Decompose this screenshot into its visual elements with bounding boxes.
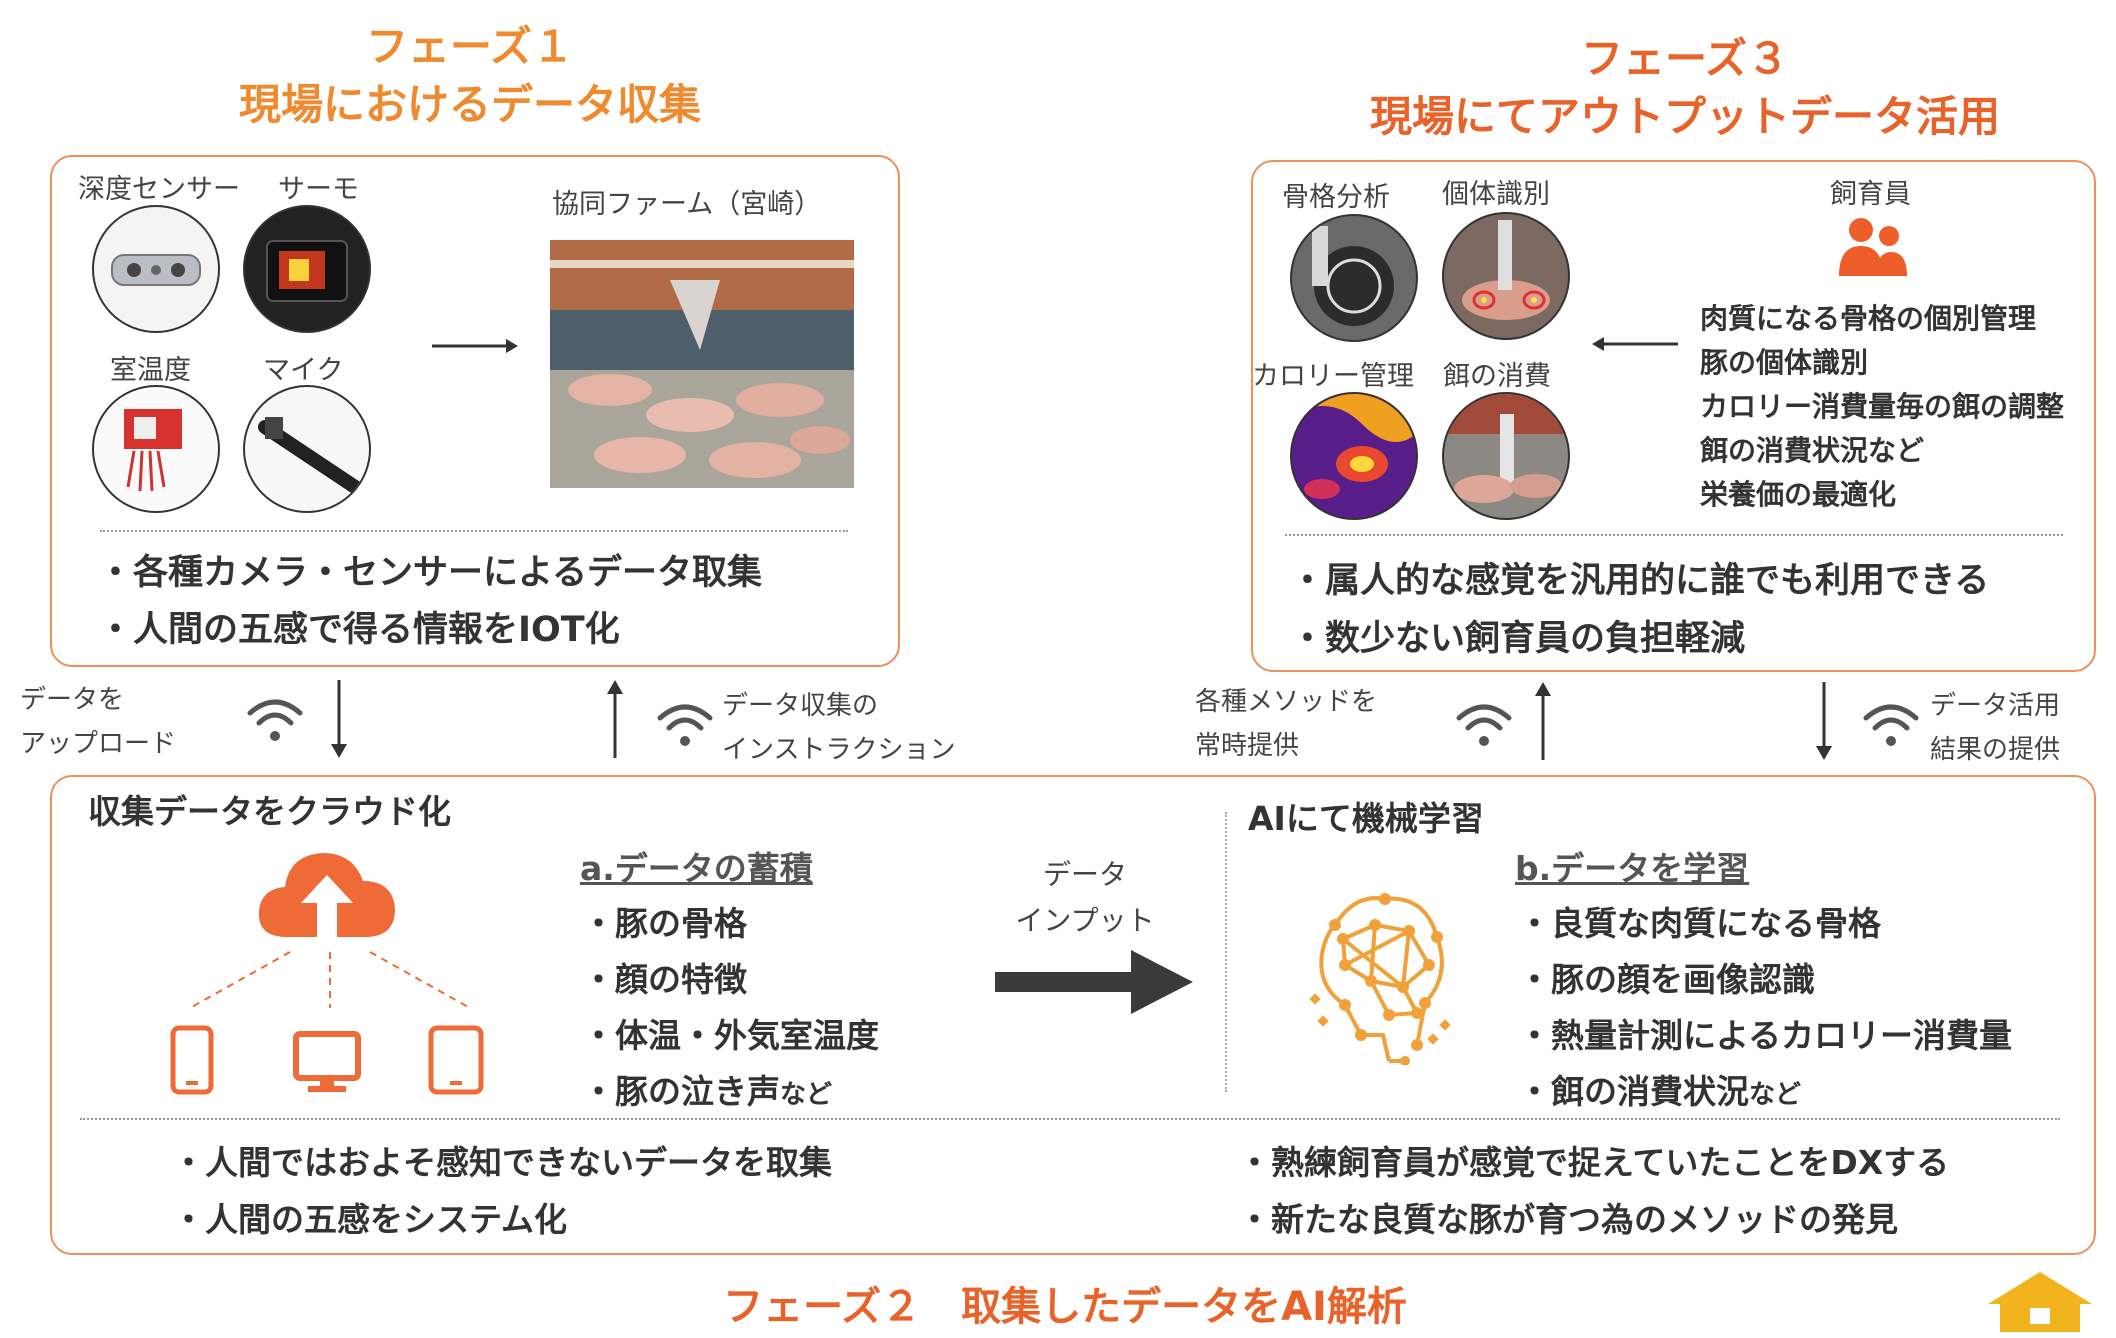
result-label: データ活用 結果の提供 [1930,684,2060,772]
cloud-device-lines [180,950,480,1010]
label-room-temp: 室温度 [110,355,191,386]
farm-photo [550,240,854,488]
arrow-down-upload [327,680,351,760]
method-label-line1: 各種メソッドを [1195,687,1378,717]
room-temp-sensor-image [92,385,220,513]
label-calorie-management: カロリー管理 [1252,361,1414,392]
upload-label-line1: データを [20,685,125,715]
phase3-bullet-1: ・属人的な感覚を汎用的に誰でも利用できる [1290,561,1990,601]
phase3-title-line2: 現場にてアウトプットデータ活用 [1369,92,2000,141]
keeper-item-4: 餌の消費状況など [1700,434,1925,467]
method-label: 各種メソッドを 常時提供 [1195,680,1377,768]
phase2-caption: フェーズ２ 取集したデータをAI解析 [723,1284,1407,1330]
upload-label-line2: アップロード [20,729,177,759]
phase1-title-line2: 現場におけるデータ収集 [238,80,701,129]
learn-item-1: ・良質な肉質になる骨格 [1518,904,1881,943]
instruct-label-line2: インストラクション [722,735,956,765]
arrow-down-result [1812,682,1836,762]
accum-heading: a.データの蓄積 [580,849,813,888]
learn-item-4: ・餌の消費状況など [1518,1064,1801,1123]
microphone-image [243,385,371,513]
accum-item-2: ・顔の特徴 [582,960,747,999]
ml-heading: AIにて機械学習 [1248,799,1484,838]
input-label-line1: データ [1042,858,1127,891]
label-individual-id: 個体識別 [1442,179,1550,210]
label-feed-consumption: 餌の消費 [1443,361,1551,392]
home-icon[interactable] [1984,1270,2096,1332]
phase2-box [50,775,2096,1255]
method-label-line2: 常時提供 [1195,731,1300,761]
phase2-divider [80,1118,2060,1120]
instruct-label-line1: データ収集の [722,691,879,721]
phase2-bottom-left-1: ・人間ではおよそ感知できないデータを取集 [172,1143,832,1182]
learn-heading: b.データを学習 [1515,849,1750,888]
phase2-bottom-left-2: ・人間の五感をシステム化 [172,1200,568,1239]
ai-brain-icon [1305,885,1455,1066]
arrow-up-instruct [603,678,627,758]
phase1-box [50,155,900,667]
depth-sensor-image [92,205,220,333]
label-farm: 協同ファーム（宮崎） [552,189,822,220]
arrow-data-input [995,950,1195,1014]
cloud-upload-icon [255,845,400,945]
wifi-icon [1862,700,1920,750]
skeleton-analysis-image [1290,214,1418,342]
phase1-divider [100,530,848,532]
label-skeleton-analysis: 骨格分析 [1282,182,1390,213]
phase3-title: フェーズ３ 現場にてアウトプットデータ活用 [1255,30,2115,146]
label-depth-sensor: 深度センサー [78,174,240,205]
tablet-icon [428,1025,484,1095]
accum-item-3: ・体温・外気室温度 [582,1016,879,1055]
calorie-thermal-image [1290,392,1418,520]
phase3-box [1251,160,2096,672]
individual-id-image [1442,212,1570,340]
phase1-bullet-1: ・各種カメラ・センサーによるデータ取集 [98,553,762,593]
wifi-icon [246,695,304,745]
result-label-line2: 結果の提供 [1930,735,2061,765]
arrow-up-method [1531,680,1555,760]
cloud-heading: 収集データをクラウド化 [88,792,451,831]
accum-suffix: など [780,1080,833,1110]
learn-item-2: ・豚の顔を画像認識 [1518,960,1815,999]
accum-item-4: ・豚の泣き声など [582,1064,832,1123]
monitor-icon [292,1030,362,1096]
arrow-from-keeper [1592,334,1678,354]
accum-item-1: ・豚の骨格 [582,904,747,943]
phase2-vertical-divider [1225,812,1227,1092]
label-thermo: サーモ [278,174,359,205]
learn-item-4-text: ・餌の消費状況 [1518,1072,1749,1111]
phase2-bottom-right-2: ・新たな良質な豚が育つ為のメソッドの発見 [1238,1200,1898,1239]
phase1-title: フェーズ１ 現場におけるデータ収集 [200,18,740,134]
input-label-line2: インプット [1015,904,1155,937]
keeper-item-2: 豚の個体識別 [1700,346,1869,379]
upload-label: データを アップロード [20,678,176,766]
keeper-people-icon [1835,214,1911,278]
label-keeper: 飼育員 [1830,179,1911,210]
phase1-bullet-2: ・人間の五感で得る情報をIOT化 [98,610,620,650]
smartphone-icon [170,1025,214,1095]
learn-suffix: など [1749,1080,1802,1110]
phase2-bottom-right-1: ・熟練飼育員が感覚で捉えていたことをDXする [1238,1143,1950,1182]
learn-item-3: ・熱量計測によるカロリー消費量 [1518,1016,2013,1055]
phase3-divider [1285,534,2063,536]
thermo-camera-image [243,205,371,333]
phase3-bullet-2: ・数少ない飼育員の負担軽減 [1290,619,1746,659]
accum-item-4-text: ・豚の泣き声 [582,1072,780,1111]
feed-consumption-image [1442,392,1570,520]
phase3-title-line1: フェーズ３ [1581,34,1789,83]
result-label-line1: データ活用 [1930,691,2061,721]
wifi-icon [656,700,714,750]
arrow-to-farm [432,336,518,356]
input-label: データ インプット [1010,852,1160,944]
wifi-icon [1455,700,1513,750]
instruct-label: データ収集の インストラクション [722,684,955,772]
keeper-item-5: 栄養価の最適化 [1700,478,1897,511]
keeper-item-1: 肉質になる骨格の個別管理 [1700,302,2037,335]
phase1-title-line1: フェーズ１ [366,22,574,71]
keeper-item-3: カロリー消費量毎の餌の調整 [1700,390,2065,423]
label-mic: マイク [263,355,344,386]
